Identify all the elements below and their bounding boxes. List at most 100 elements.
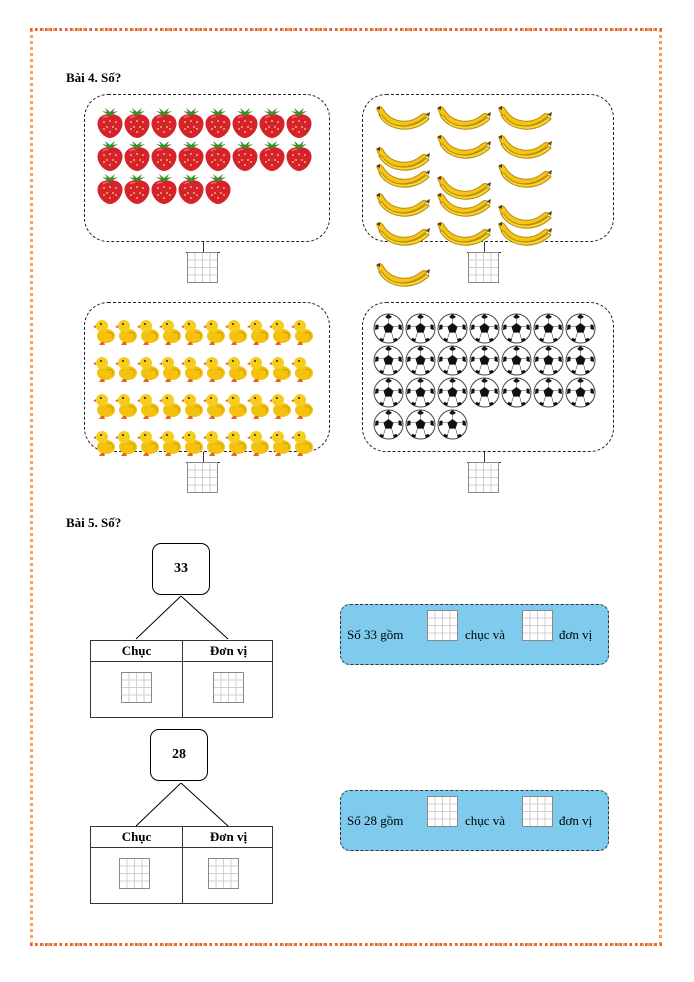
tree-branches [135,596,229,640]
duck-icon [203,357,225,382]
soccer-ball-icon [533,313,564,344]
soccer-ball-icon [373,313,404,344]
soccer-ball-panel [362,302,614,452]
banana-icon [437,106,491,130]
duck-icon [137,320,159,345]
tens-answer-box[interactable] [427,796,458,827]
sentence-suffix: đơn vị [559,812,593,828]
sentence-box: Số 33 gồm chục và đơn vị [340,604,609,665]
strawberry-icon [205,174,231,204]
soccer-ball-icon [373,409,404,440]
duck-icon [137,357,159,382]
duck-icon [291,431,313,456]
soccer-ball-icon [373,377,404,408]
duck-icon [225,431,247,456]
duck-icon [93,320,115,345]
strawberry-icon [178,141,204,171]
answer-box[interactable] [187,252,218,283]
duck-icon [291,357,313,382]
soccer-ball-icon [437,409,468,440]
banana-icon [498,205,552,229]
duck-icon [159,357,181,382]
units-answer-box[interactable] [213,672,244,703]
duck-icon [203,431,225,456]
duck-icon [115,431,137,456]
duck-icon [247,357,269,382]
banana-icon [437,222,491,246]
soccer-ball-icon [565,313,596,344]
duck-icon [137,394,159,419]
duck-icon [115,320,137,345]
soccer-ball-icon [405,345,436,376]
strawberry-icon [178,108,204,138]
duck-panel [84,302,330,456]
soccer-ball-icon [437,377,468,408]
strawberry-icon [124,108,150,138]
tens-header: Chục [121,829,152,844]
strawberry-icon [151,108,177,138]
tens-header: Chục [121,643,152,658]
soccer-ball-icon [501,345,532,376]
connector-line [203,452,204,462]
duck-icon [203,394,225,419]
banana-icon [376,222,430,246]
banana-icon [437,176,491,200]
tens-answer-box[interactable] [119,858,150,889]
units-answer-box[interactable] [208,858,239,889]
soccer-ball-icon [469,345,500,376]
soccer-ball-icon [405,377,436,408]
duck-icon [225,357,247,382]
duck-icon [203,320,225,345]
units-answer-box[interactable] [522,610,553,641]
duck-icon [247,320,269,345]
soccer-ball-icon [405,313,436,344]
place-value-table: Chục Đơn vị [90,640,273,718]
sentence-box: Số 28 gồm chục và đơn vị [340,790,609,851]
number-box: 28 [150,729,208,781]
number-box: 33 [152,543,210,595]
strawberry-icon [205,108,231,138]
strawberry-icon [97,108,123,138]
place-value-table: Chục Đơn vị [90,826,273,904]
soccer-ball-icon [533,377,564,408]
duck-icon [181,357,203,382]
strawberry-icon [286,141,312,171]
strawberry-icon [97,141,123,171]
duck-icon [159,320,181,345]
answer-box[interactable] [187,462,218,493]
sentence-prefix: Số 28 gồm [347,812,404,828]
tens-answer-box[interactable] [427,610,458,641]
soccer-ball-icon [565,377,596,408]
banana-icon [376,164,430,188]
banana-icon [376,263,430,287]
duck-icon [225,394,247,419]
strawberry-icon [151,174,177,204]
connector-line [203,242,204,252]
sentence-prefix: Số 33 gồm [347,626,404,642]
duck-icon [137,431,159,456]
duck-icon [115,394,137,419]
exercise-5-heading: Bài 5. Số? [66,515,122,530]
duck-icon [93,357,115,382]
strawberry-icon [286,108,312,138]
duck-icon [159,394,181,419]
banana-icon [437,193,491,217]
duck-icon [269,431,291,456]
soccer-ball-icon [437,345,468,376]
duck-icon [291,320,313,345]
strawberry-icon [232,141,258,171]
answer-box[interactable] [468,252,499,283]
soccer-ball-icon [405,409,436,440]
strawberry-icon [151,141,177,171]
answer-box[interactable] [468,462,499,493]
duck-icon [93,431,115,456]
soccer-ball-icon [469,377,500,408]
duck-icon [225,320,247,345]
duck-icon [247,394,269,419]
soccer-ball-icon [565,345,596,376]
units-answer-box[interactable] [522,796,553,827]
duck-icon [181,431,203,456]
banana-icon [498,135,552,159]
banana-icon [498,222,552,246]
tens-answer-box[interactable] [121,672,152,703]
